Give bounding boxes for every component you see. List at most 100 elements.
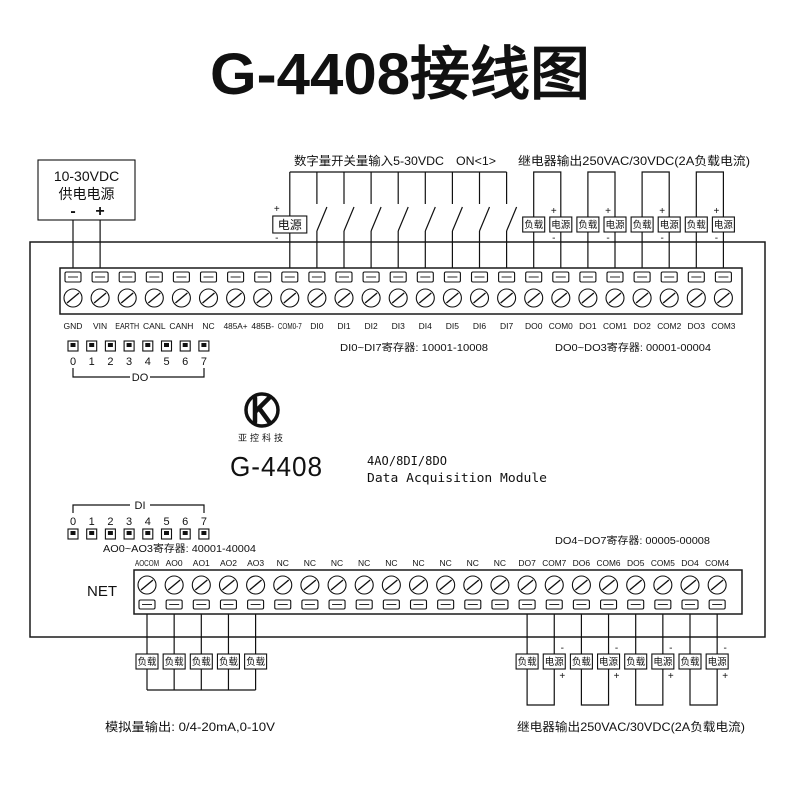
terminal-screw-slot (120, 292, 134, 304)
relay-source-plus: + (559, 671, 565, 682)
dip-position-number: 4 (145, 356, 151, 368)
di-switch-blade (397, 206, 409, 232)
bottom-terminal-label: NC (494, 558, 506, 568)
bottom-terminal-label: DO4 (681, 558, 699, 568)
k-logo-mark (252, 395, 273, 426)
power-supply-box (37, 159, 136, 221)
module-description: Data Acquisition Module (367, 470, 547, 485)
terminal-screw-slot (256, 292, 270, 304)
relay-loop-bottom (689, 669, 718, 706)
brand-logo (244, 392, 280, 428)
terminal-screw-slot (93, 292, 107, 304)
di-switch-blade (424, 206, 436, 232)
relay-source-label: 电源 (605, 219, 625, 231)
terminal-screw-slot (683, 579, 697, 591)
di-switch-blade (451, 206, 463, 232)
module-io-spec: 4AO/8DI/8DO (367, 454, 447, 468)
relay-loop-bottom (526, 669, 555, 706)
relay-source-plus: + (713, 206, 719, 217)
do-register-range-bottom: DO4~DO7寄存器: 00005-00008 (555, 534, 710, 547)
bottom-terminal: DO7 (517, 558, 537, 610)
relay-source-minus: - (661, 233, 664, 244)
relay-source-plus: + (605, 206, 611, 217)
bottom-terminal: NC (463, 558, 483, 610)
bottom-terminal: NC (327, 558, 347, 610)
terminal-screw-slot (364, 292, 378, 304)
top-terminal-label: CANL (143, 321, 166, 331)
top-terminal-label: COM0-7 (278, 321, 302, 331)
bottom-terminal-label: NC (277, 558, 289, 568)
bottom-terminal: DO5 (626, 558, 646, 610)
dip-switch-toggle (70, 531, 76, 535)
dip-position-number: 6 (182, 356, 188, 368)
top-terminal: DI2 (361, 271, 381, 331)
relay-source-label: 电源 (708, 656, 728, 668)
bottom-terminal: AO1 (191, 558, 211, 610)
top-terminal: VIN (90, 271, 110, 331)
dip-position-number: 1 (89, 516, 95, 528)
dip-do-label: DO (132, 372, 149, 384)
dip-switch-toggle (89, 343, 95, 347)
top-terminal: DI5 (442, 271, 462, 331)
terminal-screw-slot (418, 292, 432, 304)
top-terminal: COM0-7 (278, 271, 302, 331)
bottom-terminal: COM7 (542, 558, 567, 610)
di-source-plus: + (274, 204, 280, 215)
bottom-terminal-label: NC (440, 558, 452, 568)
relay-source-plus: + (659, 206, 665, 217)
bottom-terminal: NC (381, 558, 401, 610)
bottom-terminal: NC (408, 558, 429, 610)
bottom-terminal-label: NC (358, 558, 370, 568)
brand-name: 亚控科技 (238, 432, 286, 443)
relay-source-minus: - (723, 643, 726, 654)
relay-source-plus: + (614, 671, 620, 682)
dip-switch-toggle (107, 531, 113, 535)
di-switch-blade (343, 206, 355, 232)
dip-position-number: 2 (107, 356, 113, 368)
top-terminal: DI1 (334, 271, 354, 331)
relay-output-header-top: 继电器输出250VAC/30VDC(2A负载电流) (518, 153, 750, 168)
dip-switch-toggle (89, 531, 95, 535)
dip-switch-toggle (126, 531, 132, 535)
terminal-screw-slot (303, 579, 317, 591)
k-logo-icon (244, 392, 280, 428)
dip-switch-toggle (145, 343, 151, 347)
relay-source-minus: - (561, 643, 564, 654)
top-terminal-label: COM3 (711, 321, 735, 331)
terminal-screw-slot (629, 579, 643, 591)
top-terminal: DI6 (469, 271, 490, 331)
top-terminal: DI4 (415, 271, 435, 331)
top-terminal: COM2 (657, 271, 681, 331)
top-terminal-label: DI6 (473, 321, 487, 331)
terminal-screw-slot (439, 579, 453, 591)
terminal-screw-slot (194, 579, 208, 591)
dip-switch-toggle (107, 343, 113, 347)
bottom-terminal: DO6 (571, 558, 591, 610)
terminal-screw-slot (635, 292, 649, 304)
terminal-screw-slot (66, 292, 80, 304)
terminal-screw-slot (357, 579, 371, 591)
top-terminal: NC (198, 271, 219, 331)
top-terminal-label: COM2 (657, 321, 681, 331)
bottom-terminal: AO2 (218, 558, 238, 610)
analog-output-note: 模拟量输出: 0/4-20mA,0-10V (105, 719, 275, 734)
relay-loop-top (641, 171, 670, 217)
power-supply-minus: - (70, 203, 75, 220)
bottom-terminal: AOCOM (135, 558, 159, 610)
bottom-terminal: NC (490, 558, 510, 610)
top-terminal: DO0 (524, 271, 544, 331)
net-port-label: NET (87, 583, 117, 600)
relay-source-label: 电源 (545, 656, 565, 668)
bottom-terminal-label: NC (467, 558, 479, 568)
top-terminal-label: 485B- (251, 321, 274, 331)
top-terminal: DO1 (578, 271, 598, 331)
terminal-screw-slot (493, 579, 507, 591)
terminal-screw-slot (330, 579, 344, 591)
relay-source-minus: - (615, 643, 618, 654)
dip-switch-toggle (164, 531, 169, 535)
terminal-screw-slot (520, 579, 534, 591)
relay-loop-top (695, 171, 724, 217)
power-supply-plus: + (95, 203, 104, 220)
